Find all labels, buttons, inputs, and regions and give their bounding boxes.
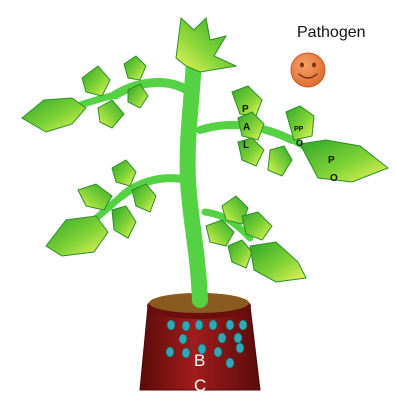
leaves xyxy=(22,56,388,282)
svg-text:P: P xyxy=(242,104,249,115)
svg-text:P: P xyxy=(328,155,335,166)
pot-letter-c: C xyxy=(194,376,206,395)
svg-text:PP: PP xyxy=(294,126,304,133)
smiley-face-icon xyxy=(291,53,325,87)
pathogen-label: Pathogen xyxy=(297,24,366,42)
svg-text:O: O xyxy=(330,173,338,184)
svg-text:L: L xyxy=(243,140,249,151)
pot-letter-b: B xyxy=(194,351,205,370)
svg-text:O: O xyxy=(296,138,303,148)
top-bud xyxy=(176,18,236,72)
plant-stem xyxy=(188,60,200,300)
svg-text:A: A xyxy=(243,122,250,133)
